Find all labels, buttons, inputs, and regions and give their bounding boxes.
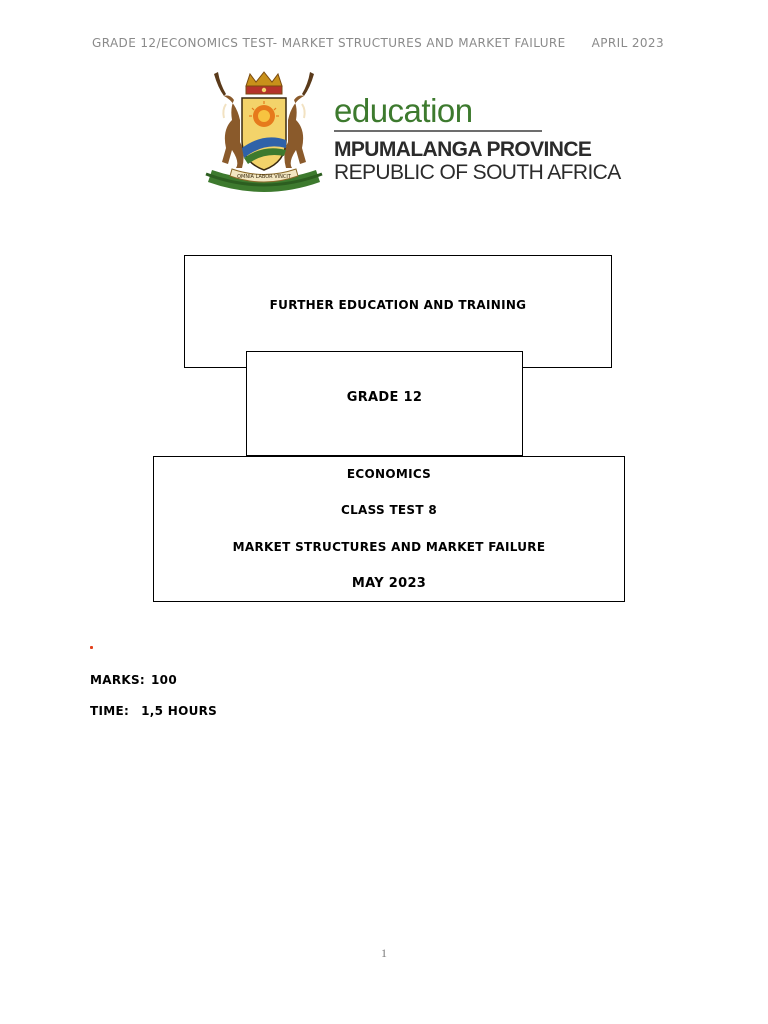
fet-label: FURTHER EDUCATION AND TRAINING xyxy=(269,298,527,312)
bullet-mark xyxy=(90,646,93,649)
grade-box: GRADE 12 xyxy=(246,351,523,456)
page-number: 1 xyxy=(381,946,387,960)
header-date: APRIL 2023 xyxy=(591,36,665,50)
grade-label: GRADE 12 xyxy=(346,390,423,405)
motto-text: OMNIA LABOR VINCIT xyxy=(237,174,292,180)
marks-label: MARKS: xyxy=(90,673,146,687)
exam-date: MAY 2023 xyxy=(351,576,427,591)
marks-line: MARKS: 100 xyxy=(90,673,177,687)
running-header: GRADE 12/ECONOMICS TEST- MARKET STRUCTUR… xyxy=(92,36,692,50)
fet-box: FURTHER EDUCATION AND TRAINING xyxy=(184,255,612,368)
brand-province: MPUMALANGA PROVINCE xyxy=(334,138,592,161)
time-label: TIME: xyxy=(90,704,130,718)
test-label: CLASS TEST 8 xyxy=(340,503,437,517)
brand-block: education MPUMALANGA PROVINCE REPUBLIC O… xyxy=(334,92,621,185)
subject-label: ECONOMICS xyxy=(346,467,432,481)
time-value: 1,5 HOURS xyxy=(141,704,218,718)
department-logo: OMNIA LABOR VINCIT education MPUMALANGA … xyxy=(200,70,621,196)
brand-divider xyxy=(334,130,542,132)
header-title: GRADE 12/ECONOMICS TEST- MARKET STRUCTUR… xyxy=(92,36,566,50)
coat-of-arms-icon: OMNIA LABOR VINCIT xyxy=(205,71,323,192)
time-line: TIME: 1,5 HOURS xyxy=(90,704,217,718)
marks-value: 100 xyxy=(151,673,177,687)
brand-country: REPUBLIC OF SOUTH AFRICA xyxy=(334,161,621,184)
topic-label: MARKET STRUCTURES AND MARKET FAILURE xyxy=(232,540,546,554)
brand-word: education xyxy=(334,92,473,129)
subject-box: ECONOMICS CLASS TEST 8 MARKET STRUCTURES… xyxy=(153,456,625,602)
